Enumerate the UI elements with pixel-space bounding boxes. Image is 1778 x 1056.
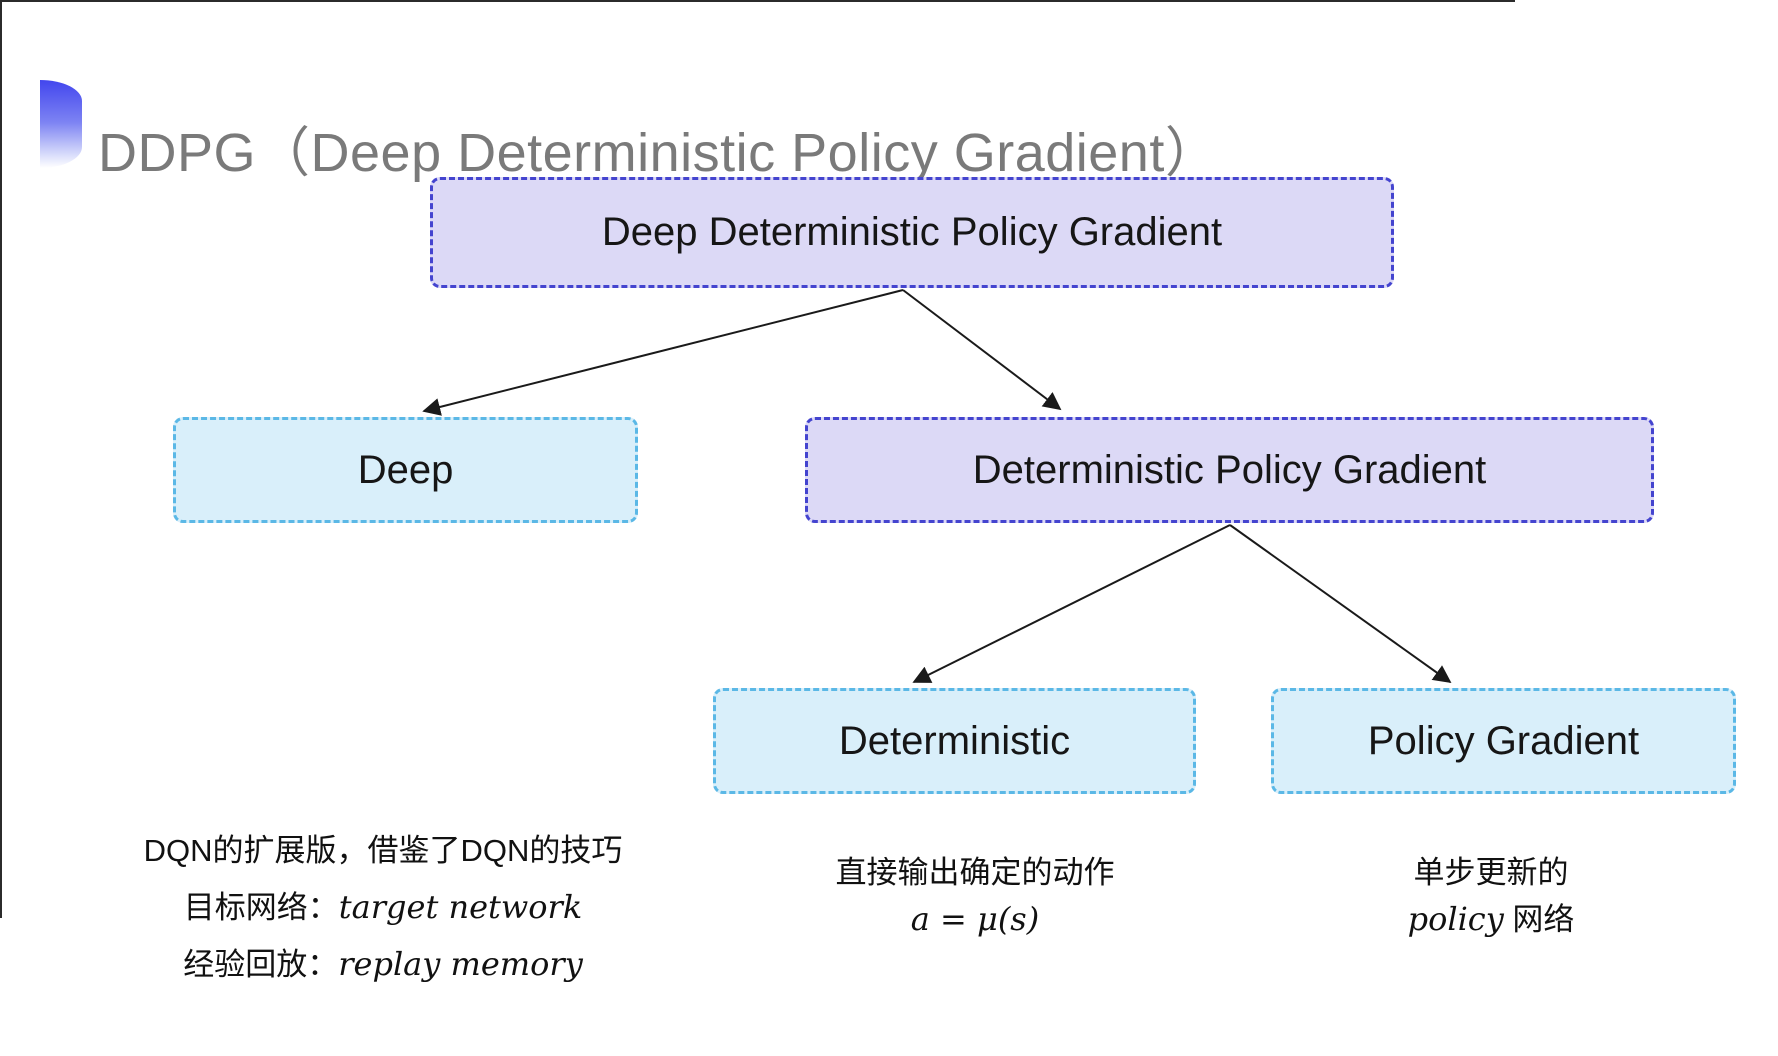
annotation-policy-gradient-line2: policy 网络 [1407,900,1575,938]
annotation-deterministic: 直接输出确定的动作 a = μ(s) [836,850,1115,942]
title-bullet-shape [40,80,82,168]
node-deep-deterministic-policy-gradient: Deep Deterministic Policy Gradient [430,177,1394,288]
edge-root-deep [422,289,904,416]
annotation-policy-gradient: 单步更新的 policy 网络 [1408,850,1575,943]
annotation-deterministic-line1: 直接输出确定的动作 [835,855,1115,890]
edge-dpg-pg [1229,524,1452,684]
annotation-deterministic-formula: a = μ(s) [910,900,1040,938]
node-deep: Deep [173,417,638,523]
node-deterministic-policy-gradient: Deterministic Policy Gradient [805,417,1654,523]
annotation-deep-line3: 经验回放：replay memory [183,945,583,983]
page-title: DDPG（Deep Deterministic Policy Gradient） [98,123,1220,184]
edge-root-dpg [902,289,1062,411]
window-edge-top [0,0,1515,2]
node-policy-gradient: Policy Gradient [1271,688,1736,794]
window-edge-left [0,0,2,918]
policy-network-label: policy [1407,900,1504,938]
annotation-deep-line2: 目标网络：target network [183,888,583,926]
annotation-policy-gradient-line1: 单步更新的 [1413,855,1569,890]
annotation-deep-line1: DQN的扩展版，借鉴了DQN的技巧 [143,833,623,868]
replay-memory-label: replay memory [338,945,583,983]
node-deterministic: Deterministic [713,688,1196,794]
target-network-label: target network [338,888,583,926]
edge-dpg-det [912,524,1231,683]
annotation-deep: DQN的扩展版，借鉴了DQN的技巧 目标网络：target network 经验… [144,822,623,993]
